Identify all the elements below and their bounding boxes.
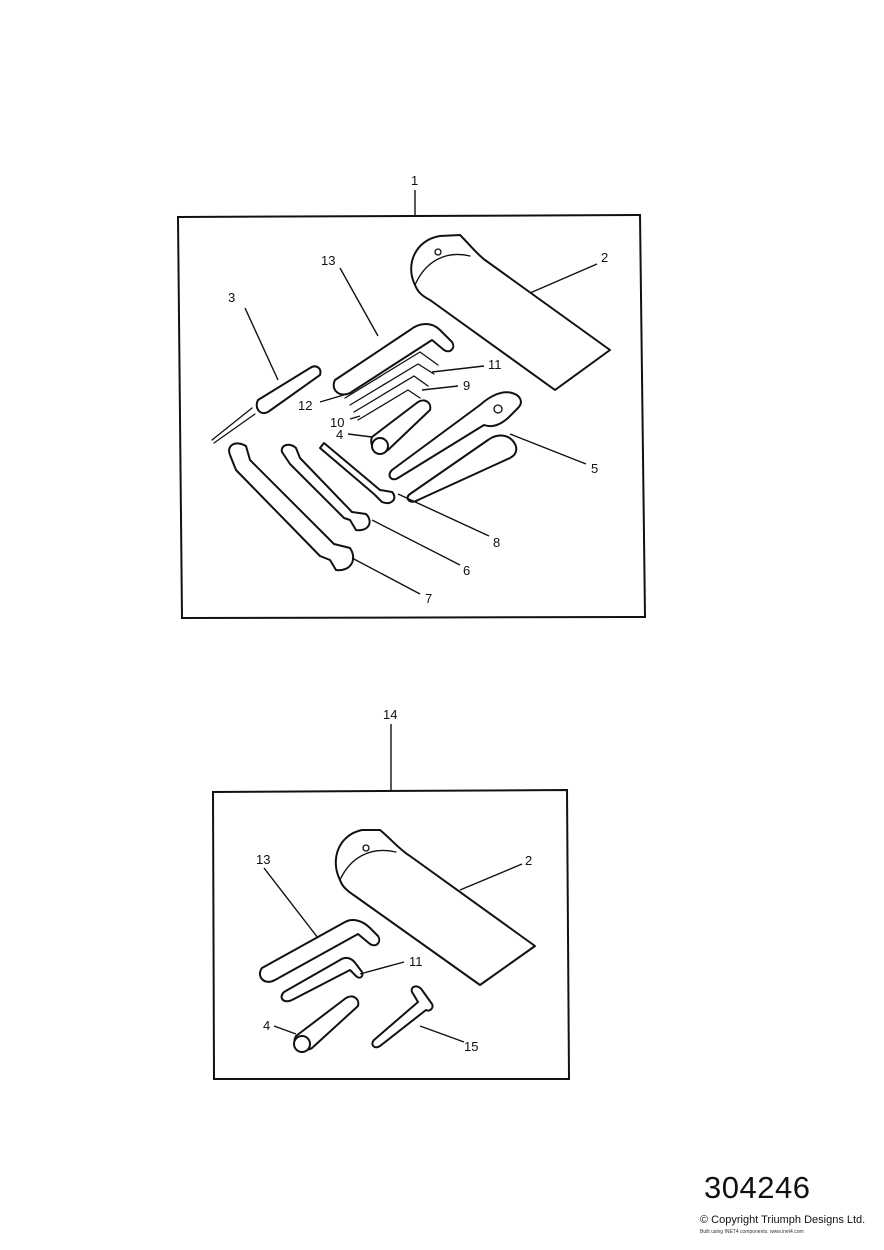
kit1-callout-3: 3 — [228, 290, 235, 305]
kit2-callout-11: 11 — [409, 954, 423, 969]
kit2-callout-13: 13 — [256, 852, 270, 867]
kit2-callout-14: 14 — [383, 707, 397, 722]
kit1-callout-2: 2 — [601, 250, 608, 265]
kit1-callout-4: 4 — [336, 427, 343, 442]
hex-key-13-illustration — [258, 919, 381, 983]
kit1-callout-11: 11 — [488, 357, 502, 372]
copyright-notice: © Copyright Triumph Designs Ltd. — [700, 1214, 866, 1226]
tool-roll-illustration — [410, 234, 611, 391]
kit1-callout-12: 12 — [298, 398, 312, 413]
kit2-callout-15: 15 — [464, 1039, 478, 1054]
kit1-callout-13: 13 — [321, 253, 335, 268]
kit2-callout-2: 2 — [525, 853, 532, 868]
spanners-illustration — [228, 442, 396, 572]
tool-roll-2-illustration — [334, 829, 536, 986]
tool-kit-1: 1 2 3 13 11 9 12 10 4 5 8 6 7 — [176, 173, 647, 620]
kit1-callout-8: 8 — [493, 535, 500, 550]
built-with-notice: Built using INET4 components. www.inet4.… — [700, 1229, 804, 1235]
hex-key-11-illustration — [280, 956, 364, 1003]
hex-keys-illustration — [332, 323, 455, 421]
kit2-callout-4: 4 — [263, 1018, 270, 1033]
box-spanner-2-illustration — [293, 995, 360, 1053]
kit1-callout-6: 6 — [463, 563, 470, 578]
kit1-callout-5: 5 — [591, 461, 598, 476]
screwdriver-illustration — [211, 365, 322, 444]
l-key-15-illustration — [371, 985, 434, 1049]
box-spanner-illustration — [370, 399, 432, 455]
kit1-callout-10: 10 — [330, 415, 344, 430]
kit2-frame — [211, 788, 571, 1080]
tool-kit-2: 14 2 13 11 4 15 — [211, 707, 571, 1080]
diagram-reference-number: 304246 — [704, 1170, 811, 1205]
kit1-callout-1: 1 — [411, 173, 418, 188]
kit1-callout-9: 9 — [463, 378, 470, 393]
kit1-frame — [176, 213, 647, 620]
pliers-illustration — [388, 391, 522, 503]
kit1-callout-7: 7 — [425, 591, 432, 606]
